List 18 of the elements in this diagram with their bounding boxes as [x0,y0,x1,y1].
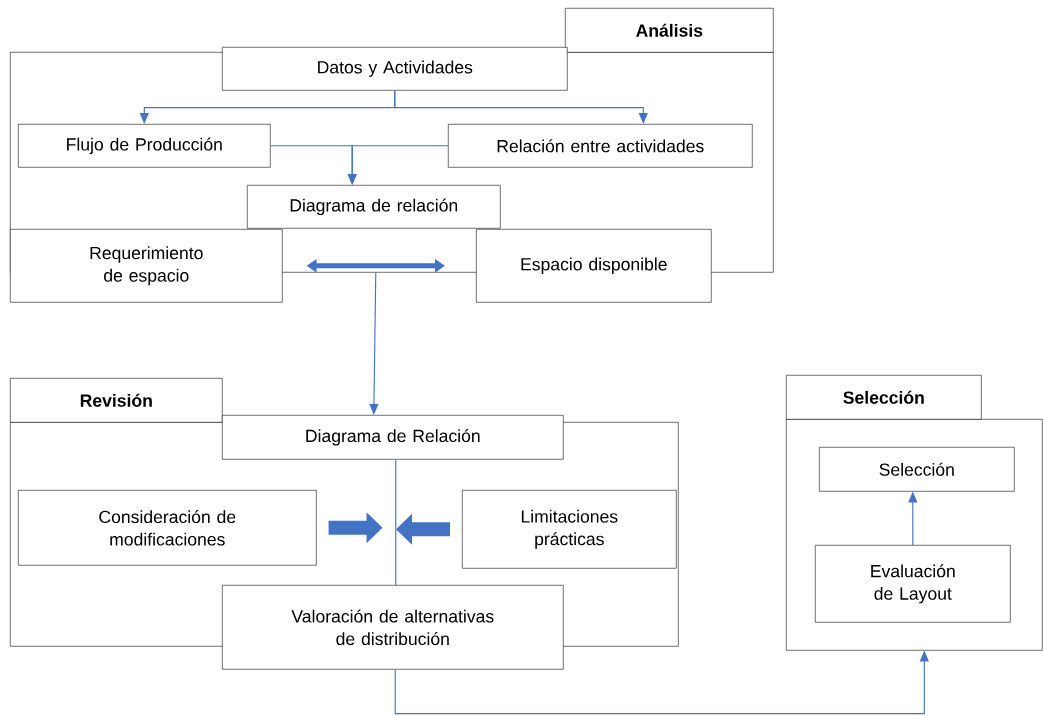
process-box: Flujo de Producción [18,124,271,168]
process-box: Diagrama de relación [247,185,501,229]
section-tab: Selección [786,375,982,420]
arrow [369,272,379,415]
section-tab: Análisis [565,8,774,53]
process-box: Diagrama de Relación [222,415,564,460]
process-box: Requerimiento de espacio [10,229,283,303]
process-box: Valoración de alternativas de distribución [222,585,564,670]
section-tab: Revisión [10,378,223,423]
arrow [394,90,648,124]
process-box: Consideración de modificaciones [18,490,317,566]
process-box: Espacio disponible [476,229,712,303]
process-box: Limitaciones prácticas [462,490,677,569]
process-box: Relación entre actividades [448,124,753,168]
process-box: Datos y Actividades [222,47,568,91]
arrow [347,145,449,185]
process-box: Selección [819,447,1015,492]
process-box: Evaluación de Layout [815,545,1011,623]
